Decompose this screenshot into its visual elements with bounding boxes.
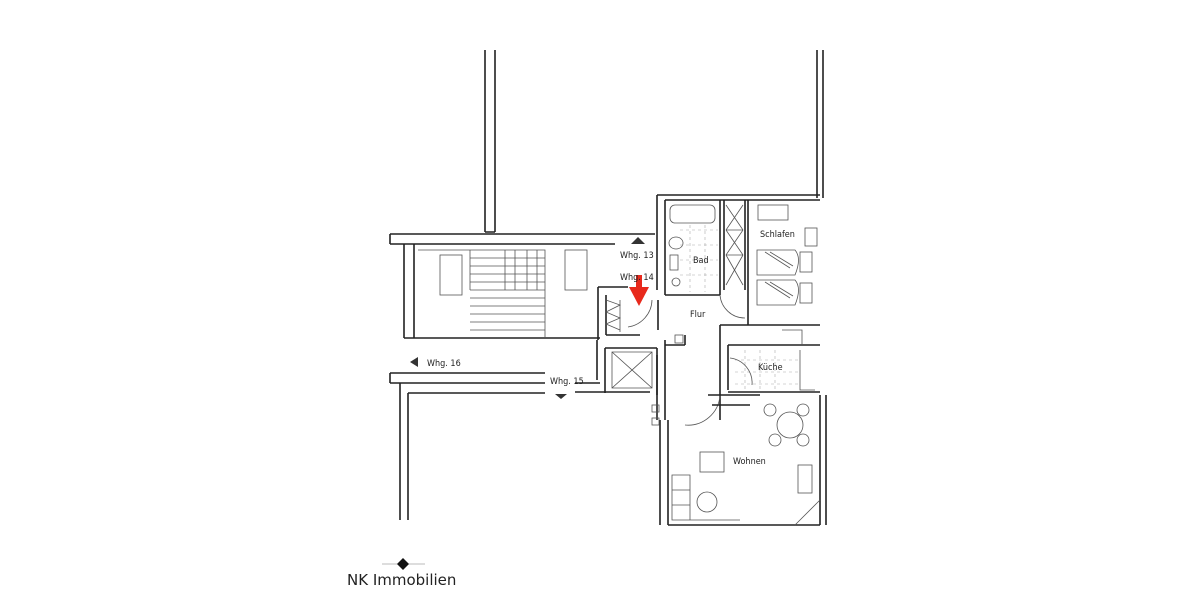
whg13-marker-icon <box>631 237 645 244</box>
label-bad: Bad <box>693 256 709 266</box>
label-whg15: Whg. 15 <box>550 377 584 387</box>
building-walls <box>389 50 827 526</box>
red-arrow-icon <box>629 275 649 306</box>
whg15-marker-icon <box>555 394 567 399</box>
label-wohnen: Wohnen <box>733 457 766 467</box>
label-whg14: Whg. 14 <box>620 273 654 283</box>
label-whg16: Whg. 16 <box>427 359 461 369</box>
whg16-marker-icon <box>410 357 418 367</box>
label-whg13: Whg. 13 <box>620 251 654 261</box>
label-flur: Flur <box>690 310 706 320</box>
label-schlafen: Schlafen <box>760 230 795 240</box>
label-kueche: Küche <box>758 363 783 373</box>
logo-diamond-icon <box>382 558 425 570</box>
brand-name: NK Immobilien <box>347 571 457 589</box>
